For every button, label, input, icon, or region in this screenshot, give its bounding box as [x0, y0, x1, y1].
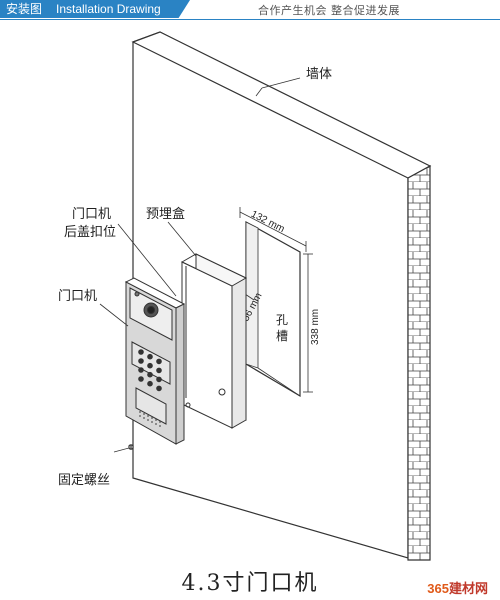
leader-lines [99, 77, 301, 453]
keypad-button [138, 376, 144, 382]
keypad-button [147, 362, 153, 369]
keypad-button [147, 353, 153, 360]
keypad-button [147, 380, 153, 387]
header-divider [0, 19, 500, 20]
name-card-window [135, 387, 167, 425]
section-tab: 安装图 Installation Drawing [0, 0, 190, 18]
site-watermark: 365建材网 [427, 578, 488, 597]
watermark-text: 建材网 [448, 581, 488, 596]
embedded-box-label: 预埋盒 [146, 206, 185, 222]
wall-recess [245, 220, 301, 398]
keypad [138, 349, 162, 392]
wall-label: 墙体 [306, 67, 332, 82]
header-slogan: 合作产生机会 整合促进发展 [258, 4, 400, 17]
keypad-button [156, 367, 162, 374]
keypad-button [147, 371, 153, 378]
door-unit [124, 277, 186, 445]
embedded-box [180, 253, 248, 429]
keypad-button [138, 367, 144, 373]
fixing-screw-label: 固定螺丝 [58, 473, 110, 488]
door-unit-label: 门口机 [58, 289, 97, 304]
section-title-en: Installation Drawing [56, 2, 161, 16]
keypad-button [156, 358, 162, 365]
slot-label-2: 槽 [276, 329, 288, 343]
header-bar: 安装图 Installation Drawing 合作产生机会 整合促进发展 [0, 0, 500, 22]
dimension-height-label: 338 mm [310, 309, 321, 345]
section-title-cn: 安装图 [6, 2, 43, 16]
keypad-button [156, 376, 162, 383]
speaker-grille [139, 411, 161, 427]
brick-side [407, 164, 431, 561]
back-cover-label-line1: 门口机 [72, 207, 111, 222]
keypad-button [138, 358, 144, 364]
watermark-number: 365 [427, 581, 449, 596]
keypad-button [156, 385, 162, 392]
keypad-button [138, 349, 144, 355]
slot-label-1: 孔 [276, 313, 288, 327]
fixing-screw [128, 444, 134, 450]
back-cover-label-line2: 后盖扣位 [64, 225, 116, 240]
drawing-caption: 4.3寸门口机 [181, 571, 319, 596]
